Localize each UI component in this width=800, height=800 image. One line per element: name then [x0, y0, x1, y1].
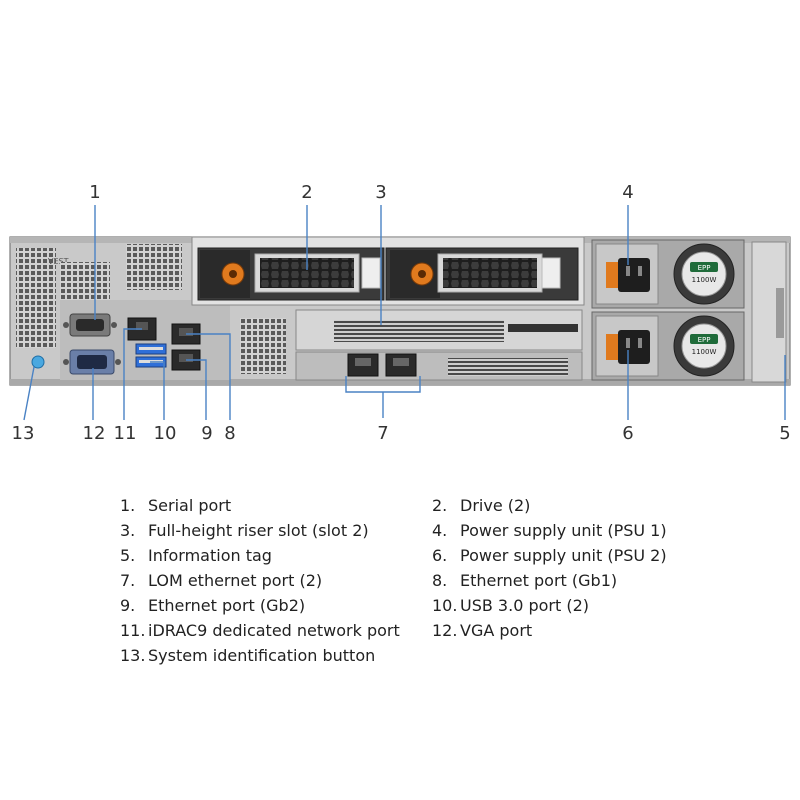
legend-label: USB 3.0 port (2): [460, 596, 590, 615]
leader-10: [150, 361, 165, 420]
system-id-button: [31, 355, 45, 369]
legend-num: 10.: [432, 596, 458, 615]
legend-label: Drive (2): [460, 496, 531, 515]
legend-label: Serial port: [148, 496, 232, 515]
psu-2: EPP 1100W: [591, 311, 745, 381]
legend-item-8: 8. Ethernet port (Gb1): [432, 571, 740, 591]
legend-item-5: 5. Information tag: [120, 546, 432, 566]
legend-item-6: 6. Power supply unit (PSU 2): [432, 546, 740, 566]
legend-num: 9.: [120, 596, 136, 615]
port-vent-grid: [240, 318, 286, 374]
drive-1: [197, 247, 385, 301]
chassis-bottom-lip: [10, 379, 790, 385]
legend-num: 4.: [432, 521, 448, 540]
legend-item-2: 2. Drive (2): [432, 496, 740, 516]
legend-num: 13.: [120, 646, 146, 665]
leader-11: [123, 328, 142, 420]
leader-13: [23, 366, 35, 421]
psu-2-badge-text: EPP: [698, 336, 711, 344]
legend-num: 2.: [432, 496, 448, 515]
left-vent-grid: [16, 248, 56, 348]
legend-num: 6.: [432, 546, 448, 565]
callout-9: 9: [201, 423, 212, 444]
legend-num: 7.: [120, 571, 136, 590]
callout-5: 5: [779, 423, 790, 444]
upper-vent-grid: [126, 244, 182, 290]
legend-num: 11.: [120, 621, 146, 640]
psu-1-rating: 1100W: [692, 276, 717, 284]
leader-9: [186, 359, 207, 420]
legend-label: Ethernet port (Gb1): [460, 571, 618, 590]
legend-label: System identification button: [148, 646, 376, 665]
callout-2: 2: [301, 182, 312, 203]
callout-6: 6: [622, 423, 633, 444]
legend-item-1: 1. Serial port: [120, 496, 432, 516]
callout-1: 1: [89, 182, 100, 203]
legend-label: Ethernet port (Gb2): [148, 596, 306, 615]
callout-10: 10: [154, 423, 177, 444]
legend-num: 12.: [432, 621, 458, 640]
psu-2-rating: 1100W: [692, 348, 717, 356]
legend-item-10: 10.USB 3.0 port (2): [432, 596, 740, 616]
server-rear-diagram: VEST: [9, 182, 791, 444]
information-tag: [751, 241, 787, 383]
legend-label: Information tag: [148, 546, 272, 565]
legend-item-7: 7. LOM ethernet port (2): [120, 571, 432, 591]
legend-num: 8.: [432, 571, 448, 590]
legend-item-9: 9. Ethernet port (Gb2): [120, 596, 432, 616]
psu-1: EPP 1100W: [591, 239, 745, 309]
legend-item-3: 3. Full-height riser slot (slot 2): [120, 521, 432, 541]
riser-slot: [295, 309, 583, 351]
callout-7: 7: [377, 423, 388, 444]
callout-13: 13: [12, 423, 35, 444]
callout-8: 8: [224, 423, 235, 444]
legend-label: Power supply unit (PSU 2): [460, 546, 667, 565]
psu-1-badge-text: EPP: [698, 264, 711, 272]
drive-2: [385, 247, 579, 301]
legend-num: 5.: [120, 546, 136, 565]
psu-1-badge: [690, 262, 718, 272]
legend-label: LOM ethernet port (2): [148, 571, 323, 590]
callout-12: 12: [83, 423, 106, 444]
legend-label: VGA port: [460, 621, 533, 640]
legend-item-11: 11.iDRAC9 dedicated network port: [120, 621, 432, 641]
legend-num: 1.: [120, 496, 136, 515]
serial-port: [63, 313, 117, 337]
leader-8: [186, 333, 231, 420]
legend-item-13: 13.System identification button: [120, 646, 432, 666]
legend-item-12: 12.VGA port: [432, 621, 740, 641]
legend-num: 3.: [120, 521, 136, 540]
chassis-vendor-label: VEST: [48, 257, 69, 266]
psu-2-badge: [690, 334, 718, 344]
legend-label: Full-height riser slot (slot 2): [148, 521, 369, 540]
lom-card: [295, 351, 583, 381]
legend-item-4: 4. Power supply unit (PSU 1): [432, 521, 740, 541]
leader-lines: [23, 205, 786, 421]
callout-11: 11: [114, 423, 137, 444]
legend-label: iDRAC9 dedicated network port: [148, 621, 400, 640]
callout-3: 3: [375, 182, 386, 203]
callout-4: 4: [622, 182, 633, 203]
legend-label: Power supply unit (PSU 1): [460, 521, 667, 540]
vga-port: [63, 349, 121, 375]
legend: 1. Serial port 2. Drive (2) 3. Full-height …: [120, 496, 740, 666]
